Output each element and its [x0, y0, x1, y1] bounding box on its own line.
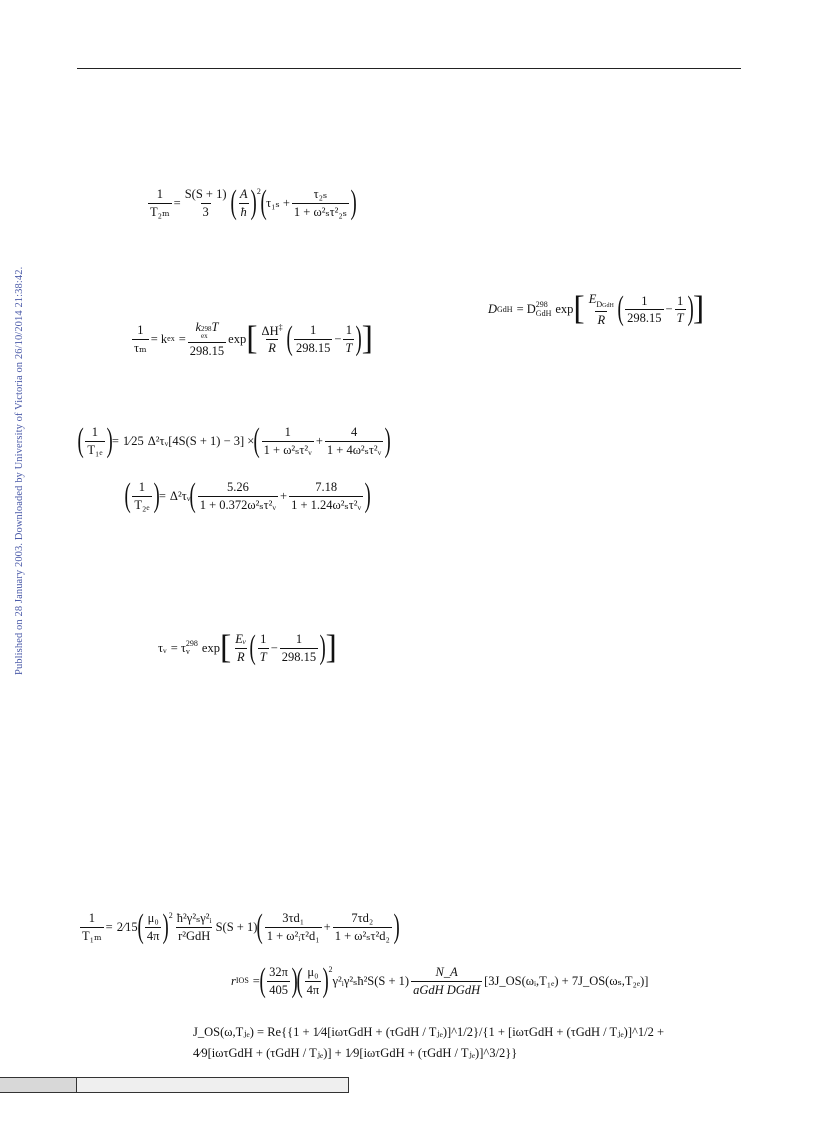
header-rule: [77, 68, 741, 69]
equation-jos-line1: J_OS(ω,Tⱼₑ) = Re{{1 + 1⁄4[iωτGdH + (τGdH…: [193, 1025, 664, 1039]
sidebar-publication-note: Published on 28 January 2003. Downloaded…: [14, 266, 25, 675]
footer-bar: [0, 1077, 349, 1093]
footer-cell-page: [0, 1078, 77, 1092]
equation-jos-line2: 4⁄9[iωτGdH + (τGdH / Tⱼₑ)] + 1⁄9[iωτGdH …: [193, 1046, 518, 1061]
equation-jos: J_OS(ω,Tⱼₑ) = Re{{1 + 1⁄4[iωτGdH + (τGdH…: [193, 1022, 664, 1065]
footer-cell-journal: [77, 1078, 349, 1092]
eq-t2m-frac1: S(S + 1)3: [184, 187, 227, 219]
